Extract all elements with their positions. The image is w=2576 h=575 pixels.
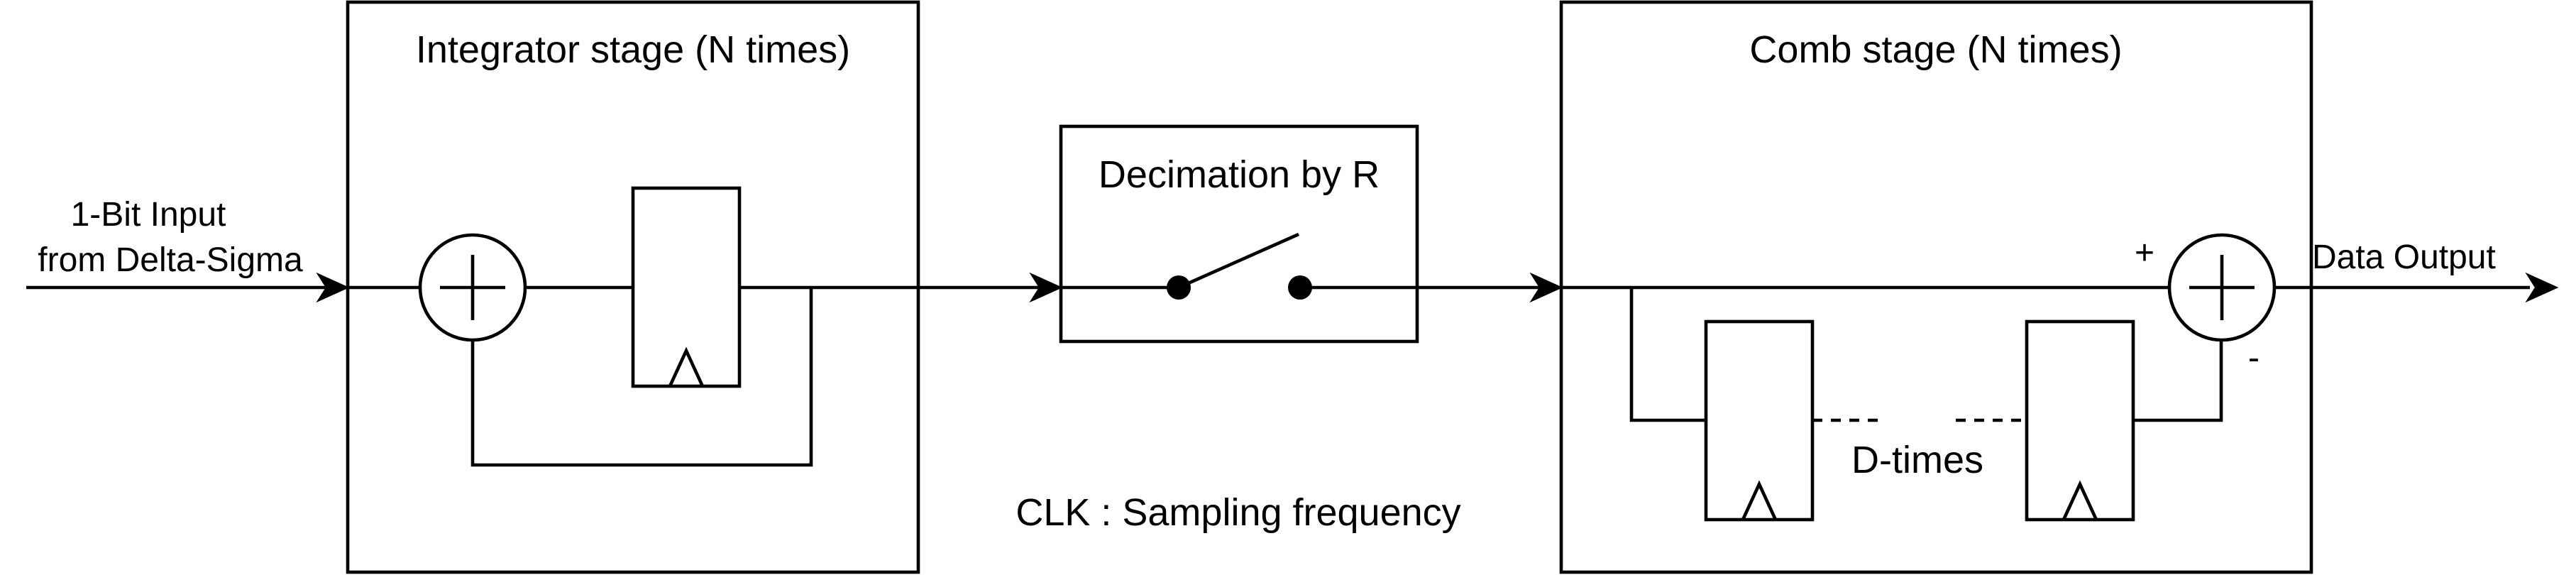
comb-delay-register-first <box>1704 319 1815 522</box>
output-label: Data Output <box>2312 239 2496 276</box>
comb-minus-sign: - <box>2248 339 2259 377</box>
comb-delay-input-wire <box>1629 288 1706 422</box>
decimation-title: Decimation by R <box>1099 153 1380 196</box>
integrator-stage-title: Integrator stage (N times) <box>416 28 850 71</box>
comb-register-last-clock-icon <box>2062 480 2098 520</box>
input-arrowhead <box>316 272 350 303</box>
comb-delay-label: D-times <box>1851 439 1983 481</box>
input-label-line1: 1-Bit Input <box>71 196 226 234</box>
comb-input-arrowhead <box>1529 272 1563 303</box>
input-label-line2: from Delta-Sigma <box>38 241 303 279</box>
integrator-feedback-path <box>470 288 813 467</box>
integrator-register-clock-icon <box>668 346 705 387</box>
clock-label: CLK : Sampling frequency <box>1015 491 1460 534</box>
decimation-input-arrowhead <box>1029 272 1063 303</box>
decimation-box <box>1059 124 1419 344</box>
integrator-register <box>631 186 742 388</box>
comb-register-first-clock-icon <box>1741 480 1778 520</box>
output-arrowhead <box>2525 272 2559 303</box>
comb-stage-title: Comb stage (N times) <box>1749 28 2122 71</box>
comb-delay-register-last <box>2025 319 2135 522</box>
comb-plus-sign: + <box>2135 234 2154 272</box>
comb-delay-output-wire <box>2133 340 2223 422</box>
decimation-switch-icon <box>1178 232 1299 290</box>
